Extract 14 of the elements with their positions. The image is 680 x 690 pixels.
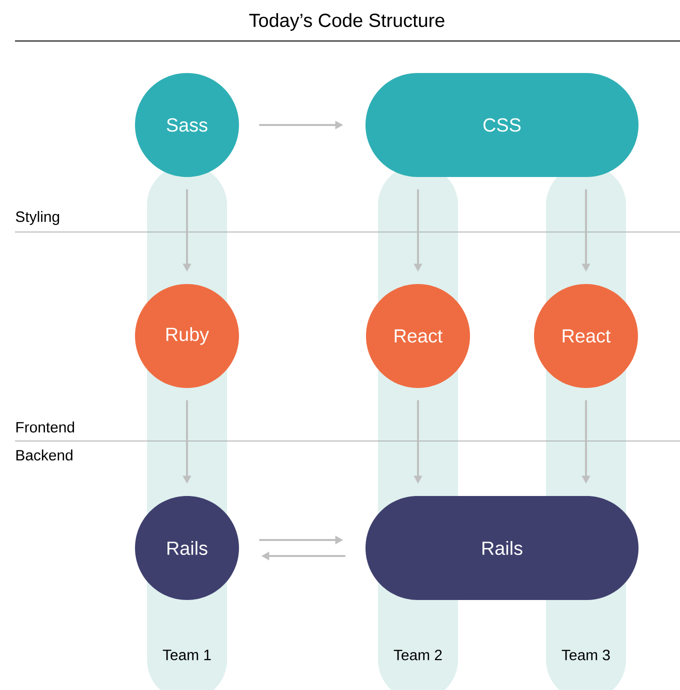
column-label: Team 3: [562, 650, 610, 660]
column-label: Team 2: [394, 650, 442, 660]
section-label: Frontend: [16, 422, 74, 432]
circle-node: Rails: [135, 496, 239, 600]
circle-node: Sass: [135, 73, 239, 177]
pill-node: CSS: [366, 73, 638, 177]
circle-node: React: [534, 284, 638, 388]
section-label: Backend: [16, 450, 72, 460]
column-label: Team 1: [162, 650, 211, 660]
circle-node: React: [366, 284, 470, 388]
pill-node: Rails: [366, 496, 638, 600]
circle-node: Ruby: [135, 284, 239, 388]
title: Today’s Code Structure: [249, 13, 444, 31]
section-label: Styling: [16, 211, 60, 225]
